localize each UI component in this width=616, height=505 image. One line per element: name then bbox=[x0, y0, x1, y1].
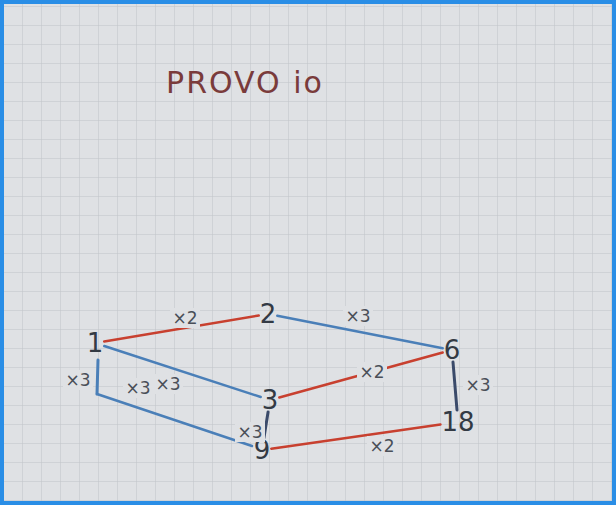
vertex-value: 18 bbox=[441, 407, 474, 437]
cube-edge bbox=[97, 394, 252, 446]
vertex-number: 3 bbox=[259, 384, 282, 416]
vertex-value: 1 bbox=[87, 328, 104, 358]
vertex-number: 2 bbox=[257, 298, 280, 330]
edge-operator: ×3 bbox=[463, 375, 492, 395]
vertex-number: 6 bbox=[441, 334, 464, 366]
edge-operator: ×2 bbox=[170, 308, 199, 328]
edge-operator: ×3 bbox=[123, 378, 152, 398]
vertex-value: 6 bbox=[444, 335, 461, 365]
edge-operator: ×2 bbox=[357, 362, 386, 382]
edge-operator: ×3 bbox=[153, 374, 182, 394]
cube-edge bbox=[264, 412, 268, 438]
cube-edge bbox=[271, 425, 440, 449]
vertex-value: 2 bbox=[260, 299, 277, 329]
vertex-value: 3 bbox=[262, 385, 279, 415]
cube-edge bbox=[279, 353, 442, 398]
edge-operator: ×3 bbox=[63, 370, 92, 390]
edge-operator: ×2 bbox=[367, 436, 396, 456]
edge-operator: ×3 bbox=[343, 306, 372, 326]
vertex-number: 1 bbox=[84, 327, 107, 359]
vertex-number: 18 bbox=[438, 406, 477, 438]
edge-operator: ×3 bbox=[235, 422, 264, 442]
cube-edge bbox=[97, 360, 98, 394]
page-heading: PROVO io bbox=[166, 65, 324, 100]
cube-edge bbox=[453, 362, 457, 410]
